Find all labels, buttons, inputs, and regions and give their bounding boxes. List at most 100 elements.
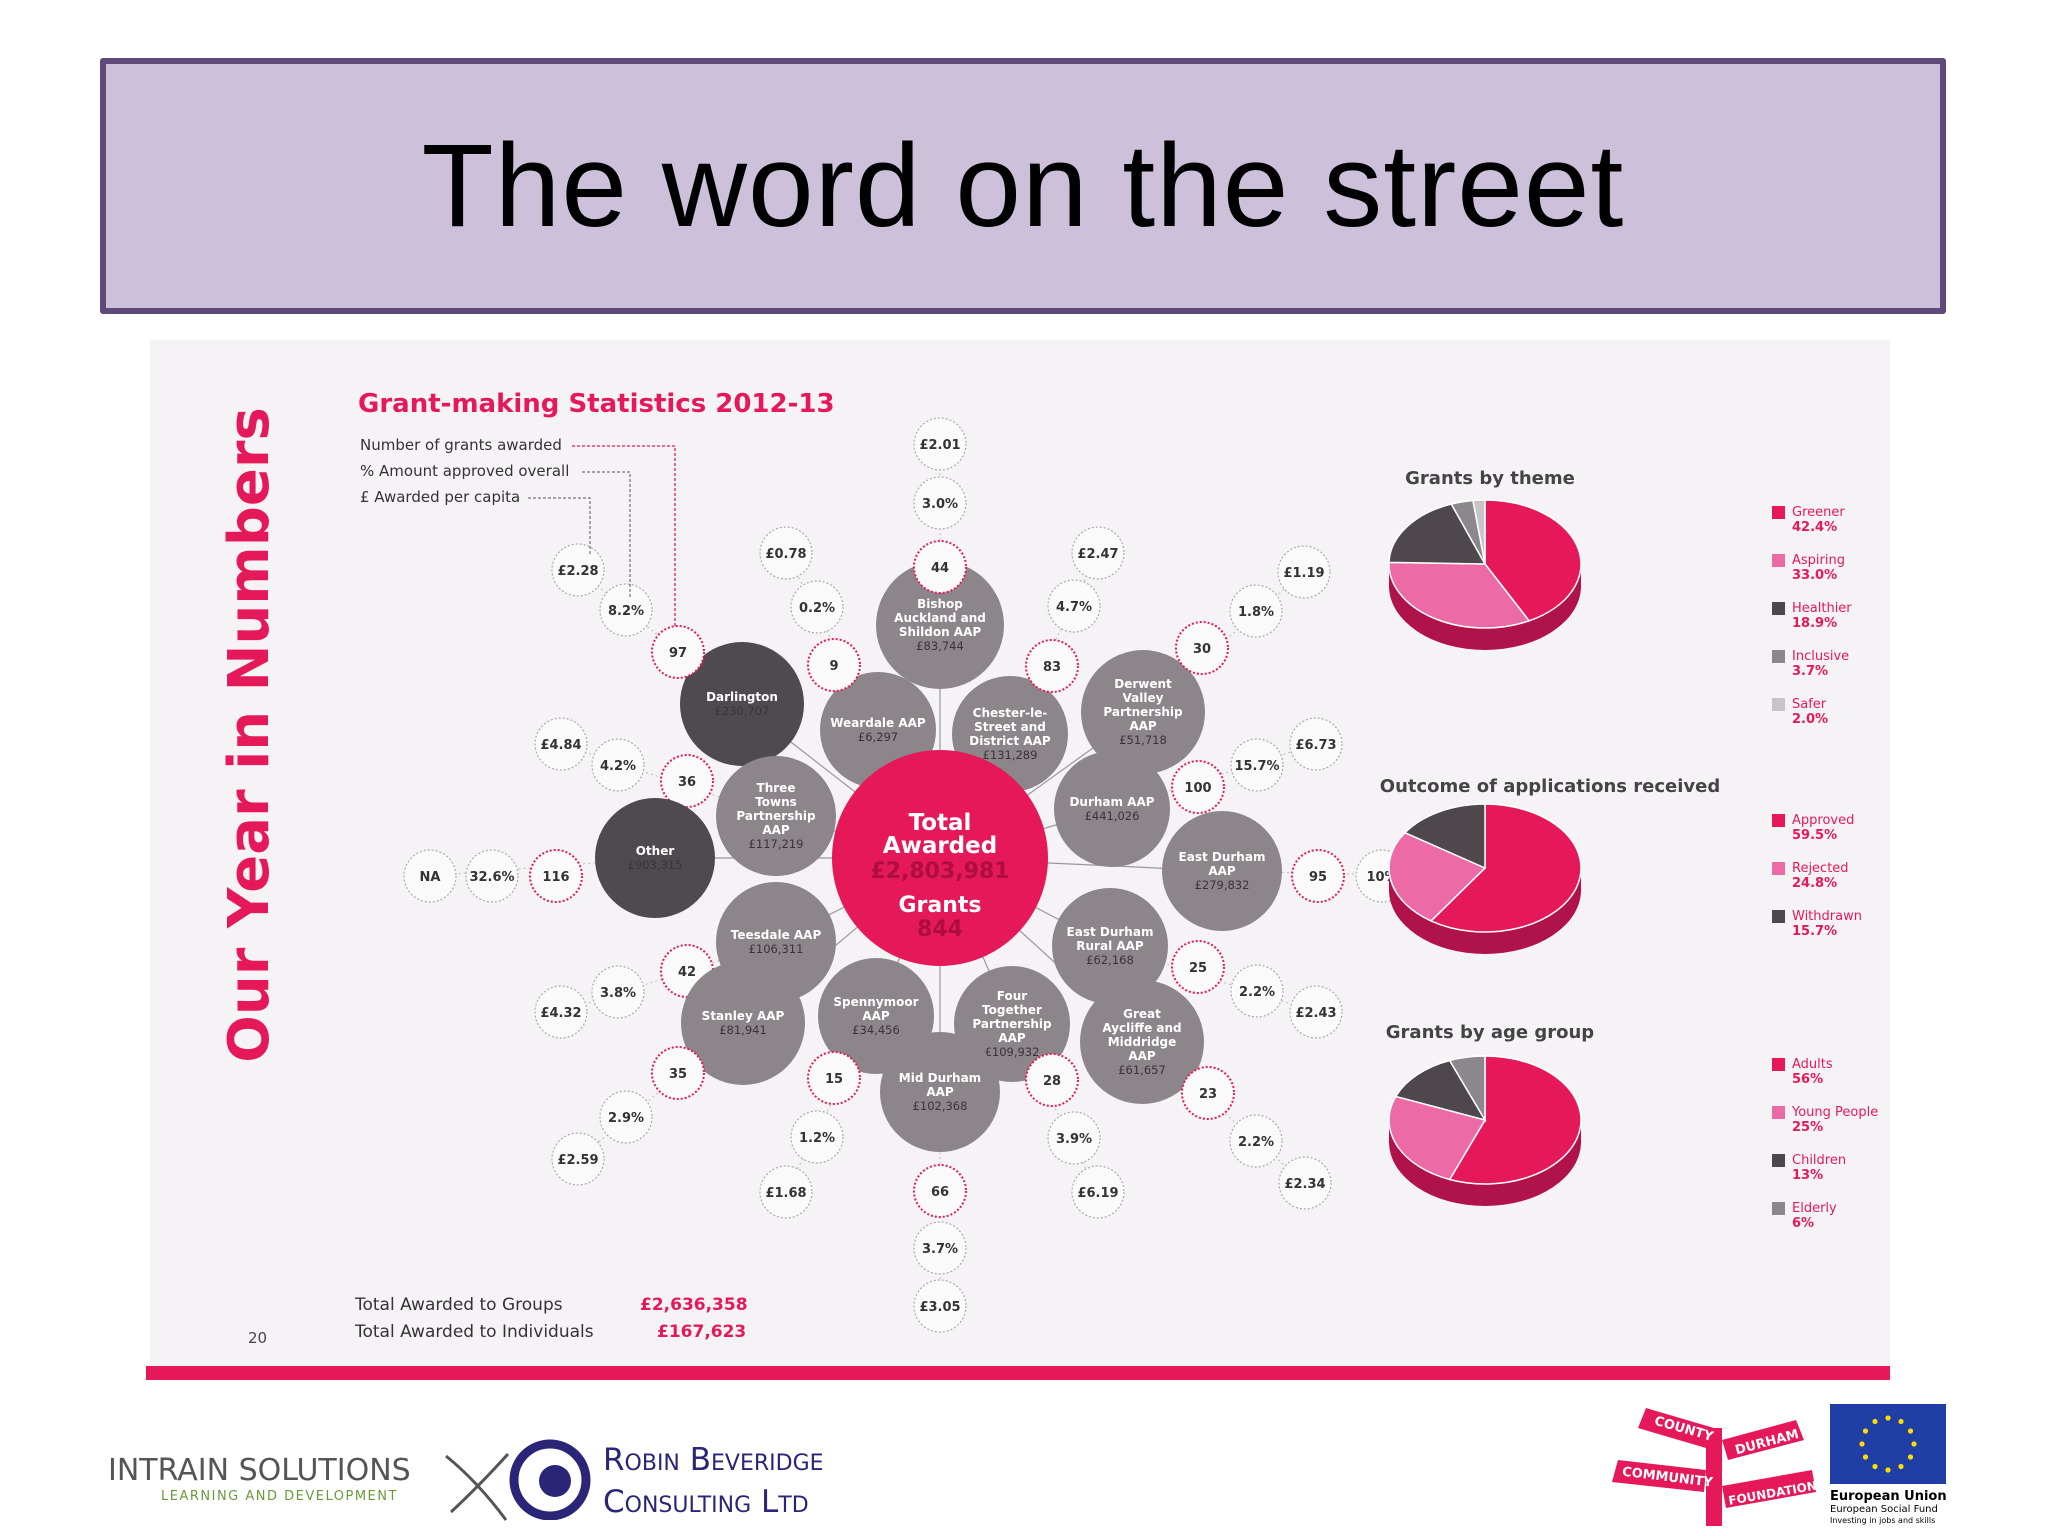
pie-legend-label: Healthier <box>1792 601 1852 616</box>
stat-circle <box>1025 639 1079 693</box>
area-stat-per-capita: £1.19 <box>1277 545 1331 599</box>
eu-star <box>1898 1463 1904 1470</box>
pie-legend-swatch <box>1772 1202 1785 1215</box>
stat-circle <box>1277 545 1331 599</box>
legend-leader-count <box>572 445 676 626</box>
pie-slice <box>1388 503 1487 565</box>
eu-logo-line3: Investing in jobs and skills <box>1830 1516 1935 1525</box>
area-name-line: Weardale AAP <box>830 716 926 730</box>
area-stat-count: 35 <box>651 1046 705 1100</box>
slide-title-box: The word on the street <box>100 58 1946 314</box>
intrain-x-mark <box>445 1452 510 1521</box>
pie-legend-label: Children <box>1792 1153 1846 1168</box>
center-total-amount: £2,803,981 <box>870 859 1009 884</box>
area-amount: £117,219 <box>749 837 804 851</box>
stat-circle <box>1230 738 1284 792</box>
stat-value: 3.7% <box>922 1242 958 1257</box>
cdcf-sign-4 <box>1722 1470 1816 1508</box>
area-name-line: Derwent <box>1114 677 1172 691</box>
area-name-line: Spennymoor <box>833 995 918 1009</box>
cdcf-post <box>1706 1428 1722 1526</box>
pie-legend-value: 33.0% <box>1792 568 1837 583</box>
area-stat-count: 15 <box>807 1051 861 1105</box>
area-bubble-circle <box>876 561 1004 689</box>
area-stat-pct: 4.7% <box>1047 579 1101 633</box>
area-stat-per-capita: £4.32 <box>534 985 588 1039</box>
area-stat-pct: 1.8% <box>1229 584 1283 638</box>
area-bubble: Other£903,315 <box>595 798 715 918</box>
stat-circle <box>599 1090 653 1144</box>
pie-slice <box>1448 1055 1582 1185</box>
area-bubble-circle <box>595 798 715 918</box>
area-name-line: Towns <box>755 795 797 809</box>
area-amount: £81,941 <box>719 1023 767 1037</box>
pie-slice <box>1448 1055 1486 1123</box>
pie-legend-value: 56% <box>1792 1072 1823 1087</box>
stat-value: 15 <box>825 1072 843 1087</box>
total-individuals-label: Total Awarded to Individuals <box>354 1322 594 1342</box>
stat-circle <box>1047 579 1101 633</box>
stat-circle <box>759 1165 813 1219</box>
area-bubble-circle <box>1162 811 1282 931</box>
stat-value: 2.2% <box>1239 985 1275 1000</box>
area-name-line: East Durham <box>1067 925 1154 939</box>
stat-value: 0.2% <box>799 601 835 616</box>
area-stat-pct: 15.7% <box>1230 738 1284 792</box>
area-name-line: Durham AAP <box>1069 795 1154 809</box>
area-bubble: Durham AAP£441,026 <box>1054 751 1170 867</box>
stat-value: £2.47 <box>1077 547 1118 562</box>
stat-circle <box>534 717 588 771</box>
pie-legend-swatch <box>1772 1058 1785 1071</box>
cdcf-sign-3 <box>1612 1460 1706 1492</box>
legend-item-count: Number of grants awarded <box>360 436 562 454</box>
area-bubble: Stanley AAP£81,941 <box>681 961 805 1085</box>
area-amount: £61,657 <box>1118 1063 1166 1077</box>
area-name-line: AAP <box>998 1031 1026 1045</box>
stat-circle <box>807 1051 861 1105</box>
stat-value: £2.28 <box>557 564 598 579</box>
pie-legend-value: 2.0% <box>1792 712 1828 727</box>
area-name-line: Valley <box>1123 691 1164 705</box>
poster-bottom-stripe <box>146 1366 1890 1380</box>
eu-star <box>1885 1415 1891 1421</box>
pie-title: Grants by age group <box>1386 1022 1595 1043</box>
area-name-line: Auckland and <box>894 611 986 625</box>
stat-circle <box>1289 985 1343 1039</box>
pie-legend-label: Aspiring <box>1792 553 1845 568</box>
pie-slice <box>1472 499 1486 565</box>
page-number: 20 <box>248 1329 267 1347</box>
area-stat-pct: 4.2% <box>591 738 645 792</box>
area-amount: £51,718 <box>1119 733 1167 747</box>
pie-legend-swatch <box>1772 650 1785 663</box>
area-stat-per-capita: £2.28 <box>551 543 605 597</box>
stat-circle <box>465 849 519 903</box>
stat-value: £1.19 <box>1283 566 1324 581</box>
stat-circle <box>1229 584 1283 638</box>
total-groups-value: £2,636,358 <box>640 1295 748 1315</box>
legend-item-pct: % Amount approved overall <box>360 462 569 480</box>
stat-value: 23 <box>1199 1087 1217 1102</box>
stat-value: 116 <box>542 870 569 885</box>
pie-legend-value: 24.8% <box>1792 876 1837 891</box>
area-stat-per-capita: £6.19 <box>1071 1165 1125 1219</box>
stat-circle <box>913 476 967 530</box>
pie-legend-label: Young People <box>1791 1105 1878 1120</box>
stat-circle <box>551 543 605 597</box>
pie-legend-value: 6% <box>1792 1216 1814 1231</box>
stat-circle <box>651 625 705 679</box>
center-grants-label: Grants <box>898 893 981 918</box>
stat-value: £1.68 <box>765 1186 806 1201</box>
robin-logo-line2: Consulting Ltd <box>603 1484 809 1520</box>
pie-slice <box>1484 499 1582 622</box>
robin-logo-line1: Robin Beveridge <box>603 1442 824 1478</box>
stat-value: 35 <box>669 1067 687 1082</box>
pie-legend-label: Elderly <box>1792 1201 1837 1216</box>
center-total-bubble <box>832 750 1048 966</box>
area-stat-count: 9 <box>807 638 861 692</box>
center-total-line1: Total <box>909 810 972 836</box>
stat-value: 8.2% <box>608 604 644 619</box>
stat-circle <box>807 638 861 692</box>
area-name-line: Partnership <box>736 809 816 823</box>
